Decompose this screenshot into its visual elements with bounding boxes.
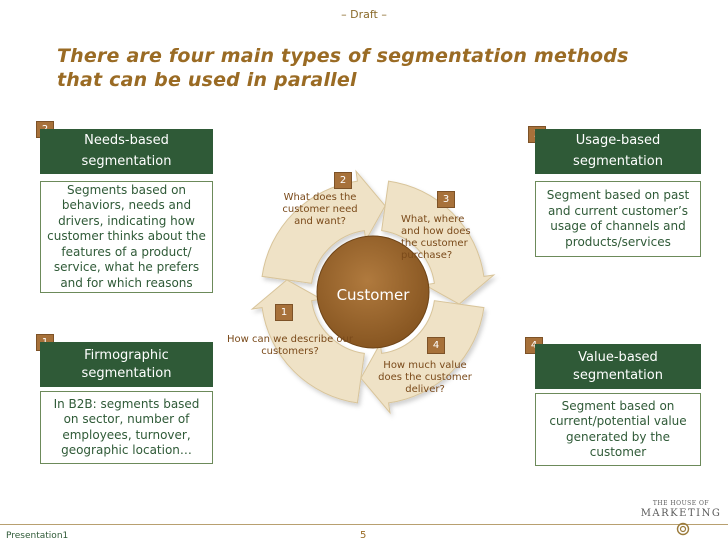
needs-title-2: segmentation	[81, 154, 172, 169]
page-title: There are four main types of segmentatio…	[57, 44, 717, 92]
draft-label: – Draft –	[341, 8, 387, 21]
firmographic-header: Firmographic segmentation	[40, 342, 213, 387]
firmographic-description: In B2B: segments based on sector, number…	[40, 391, 213, 464]
usage-title-1: Usage-based	[575, 133, 661, 148]
page-number: 5	[360, 530, 367, 541]
arrow-value	[360, 300, 485, 415]
question-need: What does the customer need and want?	[282, 192, 358, 227]
firmographic-title-2: segmentation	[81, 365, 172, 381]
question-badge-1: 1	[275, 304, 293, 321]
arrow-need	[261, 169, 386, 284]
question-badge-4: 4	[427, 337, 445, 354]
value-header: Value-based segmentation	[535, 344, 701, 389]
value-title-1: Value-based	[578, 349, 658, 365]
footer-filename: Presentation1	[6, 531, 69, 541]
title-line-2: that can be used in parallel	[57, 69, 357, 91]
question-value: How much value does the customer deliver…	[378, 360, 472, 395]
usage-title-2: segmentation	[573, 154, 663, 169]
usage-header: Usage-based segmentation	[535, 129, 701, 174]
customer-label: Customer	[337, 286, 411, 304]
question-badge-2: 2	[334, 172, 352, 189]
company-logo: THE HOUSE OF MARKETING	[640, 500, 722, 519]
question-purchase: What, where and how does the customer pu…	[401, 214, 471, 261]
arrow-purchase	[381, 180, 496, 305]
value-description: Segment based on current/potential value…	[535, 393, 701, 466]
snail-logo-icon	[676, 522, 690, 536]
footer-rule	[0, 524, 728, 525]
usage-description: Segment based on past and current custom…	[535, 181, 701, 257]
question-describe: How can we describe our customers?	[227, 334, 353, 357]
value-title-2: segmentation	[573, 367, 663, 383]
firmographic-title-1: Firmographic	[84, 347, 169, 363]
needs-description: Segments based on behaviors, needs and d…	[40, 181, 213, 293]
title-line-1: There are four main types of segmentatio…	[57, 45, 629, 67]
needs-title-1: Needs-based	[84, 133, 169, 148]
cycle-diagram: Customer	[250, 169, 496, 415]
question-badge-3: 3	[437, 191, 455, 208]
needs-header: Needs-based segmentation	[40, 129, 213, 174]
customer-circle	[316, 235, 430, 349]
